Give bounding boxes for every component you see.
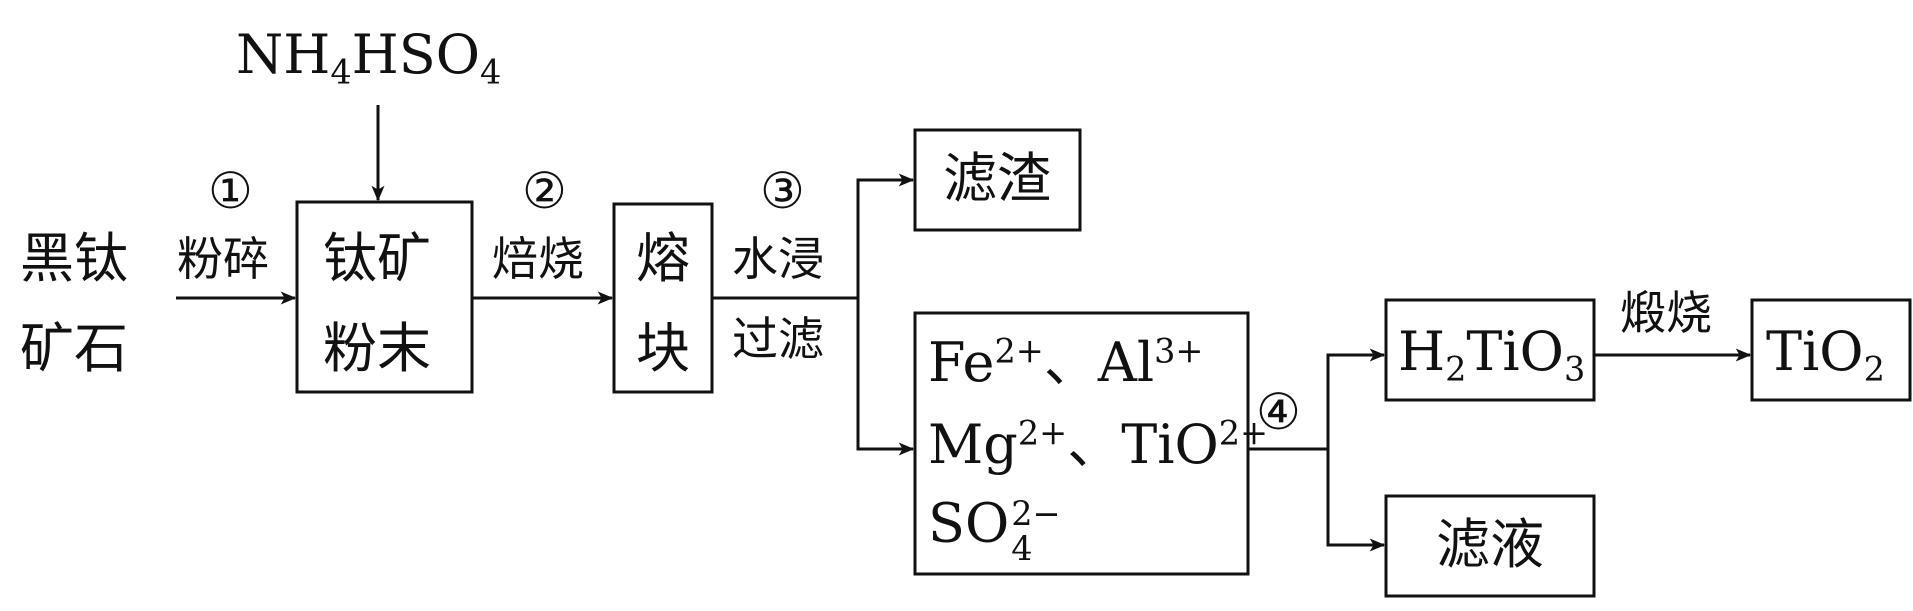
step4-number: ④	[1256, 383, 1301, 441]
step1-number: ①	[208, 162, 253, 220]
arrow-to-h2tio3	[1248, 348, 1386, 451]
ion-so: SO	[928, 491, 1010, 555]
reagent-sub-2: 4	[480, 52, 502, 92]
powder-line-2: 粉末	[323, 317, 431, 380]
ion-fe-charge: 2+	[994, 331, 1044, 371]
step1-label: 粉碎	[177, 232, 269, 286]
arrow-to-solution	[856, 298, 915, 456]
tio2-tio: TiO	[1766, 320, 1864, 383]
separator-2: 、	[1067, 413, 1122, 476]
calcine-label: 煅烧	[1620, 286, 1712, 340]
step3-label-1: 水浸	[732, 232, 824, 286]
box-solution	[913, 311, 1250, 576]
box-h2tio3	[1384, 298, 1596, 402]
ion-fe: Fe	[928, 331, 995, 394]
filtrate-text: 滤液	[1436, 513, 1544, 576]
step2-label: 焙烧	[492, 232, 584, 286]
ion-so-sub: 4	[1011, 529, 1033, 569]
tio2-formula: TiO2	[1766, 325, 1885, 386]
step3-label-2: 过滤	[732, 312, 824, 366]
arrow-to-residue	[712, 173, 915, 300]
ion-al: Al	[1097, 331, 1155, 394]
source-line-1: 黑钛	[20, 227, 128, 290]
ion-mg: Mg	[928, 413, 1018, 476]
reagent-text-2: HSO	[351, 23, 480, 86]
reagent-label: NH4HSO4	[236, 28, 501, 89]
ion-so-scripts: 2−4	[1011, 496, 1060, 566]
solution-line-1: Fe2+、Al3+	[928, 334, 1203, 390]
h2tio3-h: H	[1398, 320, 1446, 383]
reagent-text-1: NH	[236, 23, 331, 86]
ion-so-charge: 2−	[1011, 494, 1061, 533]
h2tio3-tio: TiO	[1466, 320, 1564, 383]
step2-number: ②	[522, 162, 567, 220]
h2tio3-formula: H2TiO3	[1398, 325, 1585, 386]
melt-line-1: 熔	[636, 227, 690, 290]
ion-mg-charge: 2+	[1017, 413, 1068, 453]
ion-al-charge: 3+	[1154, 331, 1204, 371]
step3-number: ③	[760, 162, 805, 220]
source-line-2: 矿石	[20, 317, 128, 380]
melt-line-2: 块	[636, 317, 690, 380]
box-tio2	[1750, 298, 1912, 402]
tio2-sub: 2	[1863, 349, 1885, 389]
ion-tio-charge: 2+	[1218, 413, 1269, 453]
ion-tio: TiO	[1121, 413, 1219, 476]
box-residue	[913, 128, 1082, 232]
reagent-sub-1: 4	[330, 52, 352, 92]
separator-1: 、	[1043, 331, 1098, 394]
arrow-to-filtrate	[1326, 449, 1386, 552]
solution-line-2: Mg2+、TiO2+	[928, 416, 1268, 472]
box-filtrate	[1384, 494, 1596, 598]
h2tio3-sub-1: 2	[1445, 349, 1467, 389]
residue-text: 滤渣	[943, 147, 1051, 210]
powder-line-1: 钛矿	[323, 227, 431, 290]
h2tio3-sub-2: 3	[1563, 349, 1586, 389]
